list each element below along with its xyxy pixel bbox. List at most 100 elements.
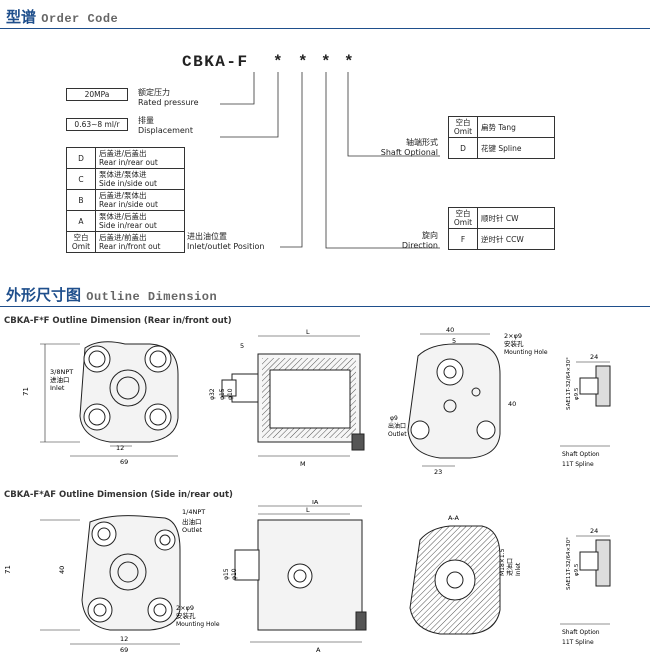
mount-holes: 2×φ9 [176,604,194,612]
dim-24: 24 [590,353,598,361]
front-view-2 [40,515,181,645]
shaft-view-2-labels: 24 SAE11T-32/64×30° φ9.5 Shaft Option 11… [562,527,600,646]
displacement-label-cn: 排量 [138,116,154,125]
dim-phi9-5: φ9.5 [574,387,580,400]
order-code-title: 型谱 Order Code [6,6,118,27]
outline-title-cn: 外形尺寸图 [6,286,82,304]
dim-71: 71 [4,565,12,574]
direction-row: 空白 Omit 顺时针 CW [448,207,555,229]
outline-title: 外形尺寸图 Outline Dimension [6,284,217,305]
direction-code: F [448,228,478,250]
dim-69: 69 [120,646,128,654]
ports-label-cn: 进出油位置 [187,232,227,241]
port-spec: 1/4NPT [182,508,205,516]
port-cn: 出油口 [182,517,202,526]
port-en: Side in/rear out [99,221,157,230]
port-cn: 进油口 [50,375,70,384]
pressure-label-cn: 额定压力 [138,88,170,97]
front-view-2-labels: 71 40 1/4NPT 出油口 Outlet 2×φ9 安装孔 Mountin… [4,508,220,654]
shaft-label-cn: 轴端形式 [406,138,438,147]
model-code: CBKA-F [182,53,249,71]
shaft-option: Shaft Option [562,629,600,636]
front-view-1 [40,341,179,457]
shaft-row: 空白 Omit 扁势 Tang [448,116,555,138]
direction-label-cn: 旋向 [422,231,438,240]
dim-L: L [306,328,310,336]
dim-69: 69 [120,458,128,466]
dim-5b: 5 [452,337,456,345]
order-code-title-cn: 型谱 [6,8,37,26]
outlet-cn: 出油口 [388,422,406,430]
header-rule [0,28,650,29]
section2-drawings: 71 40 1/4NPT 出油口 Outlet 2×φ9 安装孔 Mountin… [4,500,611,654]
dim-24: 24 [590,527,598,535]
section-view-2-labels: A-A M18×1.5 进油口 Inlet [448,514,522,576]
dim-phi10: φ10 [227,388,234,400]
port-en: Rear in/side out [99,200,158,209]
port-en: Rear in/front out [99,242,161,251]
code-star-1: * [273,53,285,71]
port-cn: 后盖进/泵体出 [99,191,147,200]
section-AA: A-A [448,514,460,522]
direction-desc: 顺时针 CW [477,207,555,229]
direction-label-en: Direction [401,241,438,250]
shaft-option: Shaft Option [562,451,600,458]
section2-title: CBKA-F*AF Outline Dimension (Side in/rea… [4,490,233,500]
port-cn: 后盖进/前盖出 [99,233,147,242]
dim-A: A [316,646,321,654]
port-spec: 3/8NPT [50,368,73,376]
inlet-cn: 进油口 [506,558,514,576]
dim-71: 71 [22,387,30,396]
port-en: Rear in/rear out [99,158,158,167]
mount-holes-en: Mounting Hole [176,621,220,628]
dim-L: L [306,506,310,514]
dim-40: 40 [446,326,454,334]
shaft-desc: 扁势 Tang [477,116,555,138]
pressure-label-en: Rated pressure [138,98,199,107]
mount-holes: 2×φ9 [504,332,522,340]
port-cn: 后盖进/后盖出 [99,149,147,158]
dim-40: 40 [58,566,66,574]
dim-phi15: φ15 [219,388,226,400]
shaft-code: D [448,137,478,159]
dim-12: 12 [120,635,128,643]
displacement-label-en: Displacement [138,126,193,135]
port-cn: 泵体进/后盖出 [99,212,147,221]
side-view-2 [234,505,367,643]
port-cn: 泵体进/泵体进 [99,170,147,179]
shaft-row: D 花键 Spline [448,137,555,159]
side-view-2-labels: IA L φ10 φ15 A [223,500,321,654]
dim-12: 12 [116,444,124,452]
spline-spec: SAE11T-32/64×30° [566,537,572,590]
spline-spec: SAE11T-32/64×30° [566,357,572,410]
displacement-label: 排量 Displacement [138,116,193,136]
shaft-code: 空白 Omit [448,116,478,138]
front-view-1-labels: 71 3/8NPT 进油口 Inlet 12 69 [22,368,128,466]
mount-holes-cn: 安装孔 [176,611,196,620]
code-star-2: * [298,53,310,71]
direction-label: 旋向 Direction [376,231,438,251]
dim-M: M [300,460,306,468]
shaft-view-2 [560,535,611,625]
dim-23: 23 [434,468,442,476]
dim-phi10: φ10 [231,568,238,580]
inlet-en: Inlet [515,562,522,576]
section1-title: CBKA-F*F Outline Dimension (Rear in/fron… [4,316,232,326]
section1-drawings: 71 3/8NPT 进油口 Inlet 12 69 L 5 φ32 φ15 φ1… [22,326,611,476]
shaft-view-1 [560,361,611,447]
port-en: Outlet [182,526,203,534]
section-view-2 [409,525,501,635]
dim-phi15: φ15 [223,568,230,580]
shaft-table: 空白 Omit 扁势 Tang D 花键 Spline [448,116,555,159]
port-code: B [66,189,96,211]
inlet-spec: M18×1.5 [499,548,506,576]
spline-11t: 11T Spline [562,461,594,468]
ports-label: 进出油位置 Inlet/outlet Position [187,232,264,252]
outline-title-en: Outline Dimension [86,290,218,304]
order-code-title-en: Order Code [41,12,119,26]
displacement-value: 0.63~8 ml/r [66,118,128,131]
direction-table: 空白 Omit 顺时针 CW F 逆时针 CCW [448,207,555,250]
